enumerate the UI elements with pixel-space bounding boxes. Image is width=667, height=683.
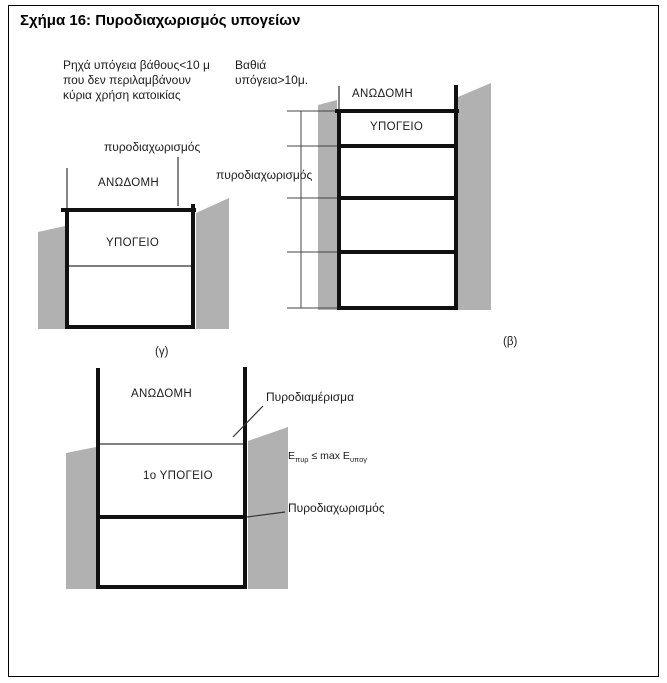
beta-caption: (β) <box>503 336 518 348</box>
bottom-ground-right <box>248 427 288 589</box>
beta-annotation: Βαθιά υπόγεια>10μ. <box>235 58 309 87</box>
bottom-superstructure-label: ΑΝΩΔΟΜΗ <box>131 388 192 400</box>
beta-fire-separation-label: πυροδιαχωρισμός <box>216 168 313 182</box>
bottom-ground-left <box>66 447 96 589</box>
diagram-gamma-shapes <box>38 157 229 329</box>
beta-ground-right <box>458 83 491 310</box>
beta-ground-left <box>318 100 337 310</box>
bottom-energy-formula: Eπυρ ≤ max Eυπογ <box>288 449 367 467</box>
bottom-fire-separation-label: Πυροδιαχωρισμός <box>288 501 385 515</box>
gamma-caption: (γ) <box>155 346 169 358</box>
bottom-basement-label: 1ο ΥΠΟΓΕΙΟ <box>143 470 213 482</box>
formula-sub-ypog: υπογ <box>349 455 368 465</box>
bottom-compartment-leader <box>232 405 264 438</box>
gamma-ground-right <box>196 198 229 329</box>
formula-operator: ≤ max <box>308 450 343 462</box>
diagram-beta-shapes <box>287 83 491 310</box>
beta-basement-label: ΥΠΟΓΕΙΟ <box>370 121 424 133</box>
bottom-separation-leader <box>246 511 286 518</box>
gamma-ground-left <box>38 226 65 329</box>
formula-sub-pyr: πυρ <box>295 455 309 465</box>
gamma-basement-label: ΥΠΟΓΕΙΟ <box>106 237 160 249</box>
bottom-fire-compartment-label: Πυροδιαμέρισμα <box>266 390 355 404</box>
formula-e-ypog: E <box>342 450 350 462</box>
gamma-annotation: Ρηχά υπόγεια βάθους<10 μ που δεν περιλαμ… <box>63 58 210 102</box>
diagram-bottom-shapes <box>66 367 288 589</box>
gamma-fire-separation-label: πυροδιαχωρισμός <box>104 140 201 154</box>
figure-title: Σχήμα 16: Πυροδιαχωρισμός υπογείων <box>20 12 301 29</box>
formula-e-pyr: E <box>288 450 296 462</box>
gamma-superstructure-label: ΑΝΩΔΟΜΗ <box>98 177 159 189</box>
beta-superstructure-label: ΑΝΩΔΟΜΗ <box>352 88 413 100</box>
